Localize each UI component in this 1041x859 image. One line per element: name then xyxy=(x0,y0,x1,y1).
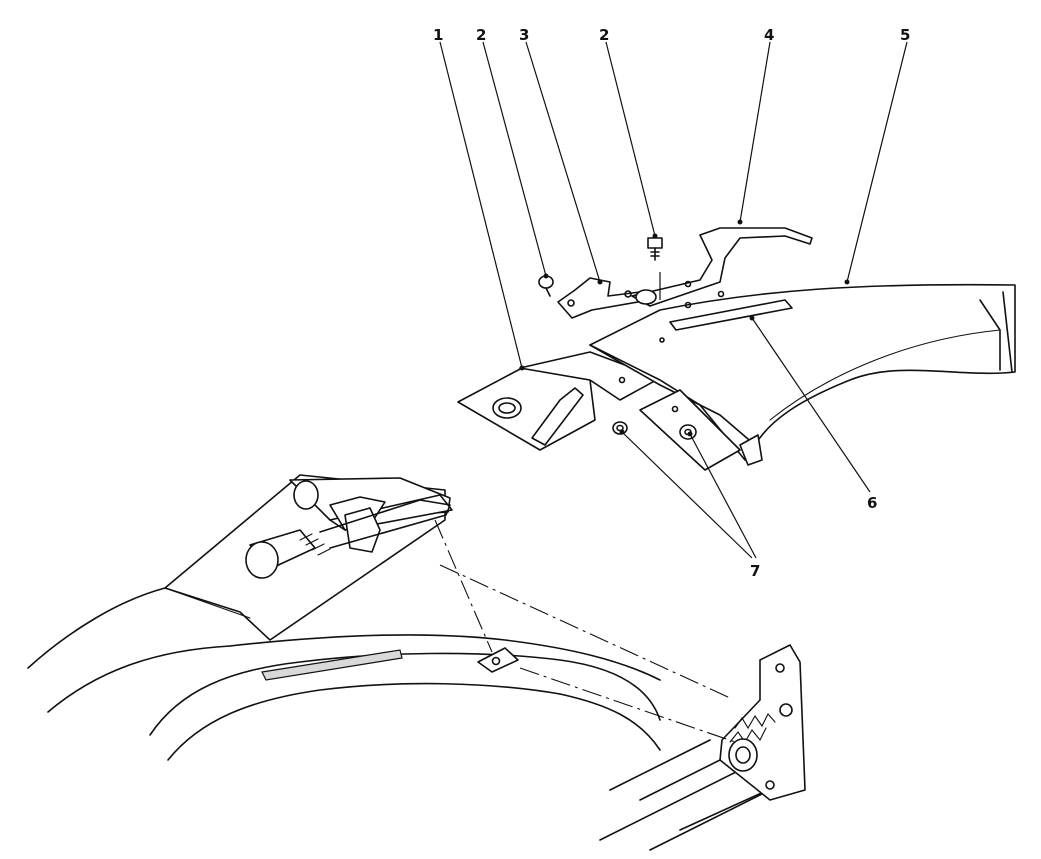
screw-part-2-left xyxy=(538,275,554,297)
rear-bracket-plate xyxy=(719,644,806,801)
callout-2-right: 2 xyxy=(599,26,609,44)
callout-3: 3 xyxy=(519,26,529,44)
small-bracket-part-3 xyxy=(557,277,641,319)
mounting-bracket-part-1 xyxy=(457,351,661,451)
deflector-handle-part-4 xyxy=(631,227,813,307)
callout-6: 6 xyxy=(867,494,877,512)
leader-lines xyxy=(439,41,908,559)
callout-5: 5 xyxy=(900,26,910,44)
nut-part-7-right xyxy=(679,424,697,440)
screw-part-2-right xyxy=(647,237,663,300)
callout-1: 1 xyxy=(433,26,443,44)
assembly-guide-lines xyxy=(434,519,736,743)
discharge-chute-part-5 xyxy=(589,283,1016,471)
callout-4: 4 xyxy=(764,26,774,44)
callout-7: 7 xyxy=(750,562,760,580)
callout-2-left: 2 xyxy=(476,26,486,44)
mower-deck xyxy=(27,587,791,851)
latch-assembly xyxy=(164,474,453,641)
